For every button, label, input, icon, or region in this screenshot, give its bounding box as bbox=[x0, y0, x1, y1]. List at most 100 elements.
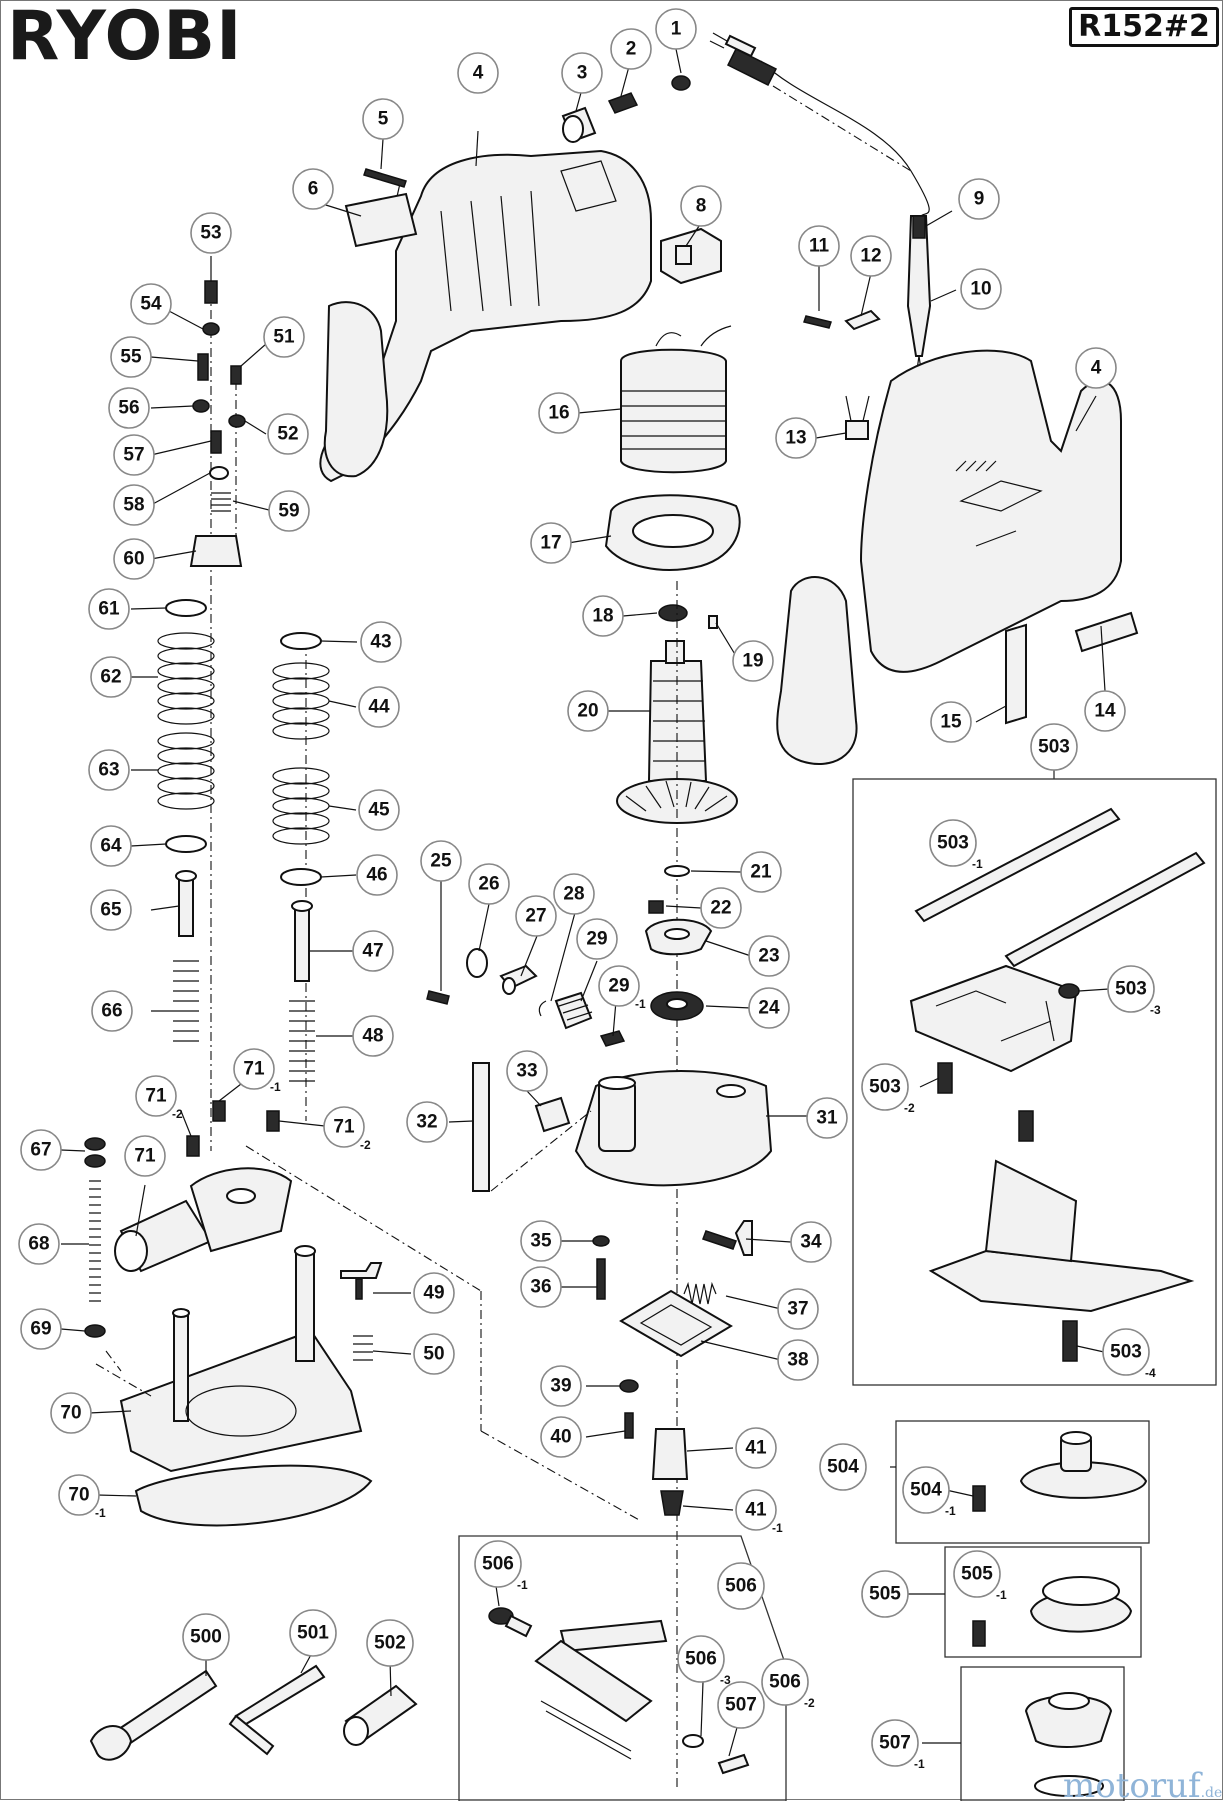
callout-circle bbox=[850, 235, 892, 277]
part-callout: 23 bbox=[748, 935, 790, 977]
callout-circle bbox=[113, 484, 155, 526]
accessory-group-frames bbox=[458, 761, 1217, 1801]
callout-circle bbox=[506, 1050, 548, 1092]
part-callout: 17 bbox=[530, 522, 572, 564]
callout-suffix: -1 bbox=[945, 1504, 956, 1518]
callout-circle bbox=[457, 52, 499, 94]
callout-number: 66 bbox=[101, 1001, 122, 1022]
part-callout: 506-3 bbox=[677, 1635, 731, 1687]
callout-number: 60 bbox=[123, 549, 144, 570]
callout-circle bbox=[540, 1416, 582, 1458]
callout-suffix: -1 bbox=[95, 1506, 106, 1520]
part-callout: 502 bbox=[366, 1619, 414, 1667]
callout-circle bbox=[90, 889, 132, 931]
callout-number: 67 bbox=[30, 1140, 51, 1161]
part-callout: 47 bbox=[352, 930, 394, 972]
callout-number: 8 bbox=[696, 196, 707, 217]
callout-number: 61 bbox=[98, 599, 120, 620]
part-callout: 67 bbox=[20, 1129, 62, 1171]
callout-circle bbox=[576, 918, 618, 960]
part-callout: 53 bbox=[190, 212, 232, 254]
callout-number: 34 bbox=[800, 1232, 822, 1253]
callout-number: 53 bbox=[200, 223, 221, 244]
callout-circle bbox=[561, 52, 603, 94]
callout-number: 505 bbox=[869, 1584, 901, 1605]
part-callout: 503-2 bbox=[861, 1063, 915, 1115]
part-callout: 69 bbox=[20, 1308, 62, 1350]
part-callout: 20 bbox=[567, 690, 609, 732]
callout-number: 56 bbox=[118, 398, 139, 419]
callout-number: 18 bbox=[592, 606, 613, 627]
callout-circle bbox=[929, 819, 977, 867]
callout-number: 22 bbox=[710, 898, 731, 919]
callout-number: 54 bbox=[140, 294, 162, 315]
part-callout: 4 bbox=[1075, 347, 1117, 389]
callout-circle bbox=[553, 873, 595, 915]
callout-circle bbox=[861, 1570, 909, 1618]
callout-circle bbox=[819, 1443, 867, 1491]
callout-number: 70 bbox=[60, 1403, 81, 1424]
callout-circle bbox=[267, 413, 309, 455]
callout-suffix: -3 bbox=[1150, 1003, 1161, 1017]
callout-number: 9 bbox=[974, 189, 985, 210]
callout-number: 35 bbox=[530, 1231, 552, 1252]
part-callout: 59 bbox=[268, 490, 310, 532]
part-callout: 505 bbox=[861, 1570, 909, 1618]
callout-number: 71 bbox=[243, 1059, 265, 1080]
callout-number: 69 bbox=[30, 1319, 51, 1340]
callout-circle bbox=[806, 1097, 848, 1139]
callout-circle bbox=[90, 656, 132, 698]
part-callout: 31 bbox=[806, 1097, 848, 1139]
callout-number: 43 bbox=[370, 632, 391, 653]
callout-circle bbox=[356, 854, 398, 896]
callout-circle bbox=[352, 1015, 394, 1057]
part-callout: 8 bbox=[680, 185, 722, 227]
callout-number: 38 bbox=[787, 1350, 808, 1371]
callout-number: 41 bbox=[745, 1438, 767, 1459]
callout-number: 63 bbox=[98, 760, 119, 781]
part-callout: 26 bbox=[468, 863, 510, 905]
callout-circle bbox=[108, 387, 150, 429]
part-callout: 46 bbox=[356, 854, 398, 896]
callout-number: 27 bbox=[525, 906, 546, 927]
callout-circle bbox=[520, 1220, 562, 1262]
callout-circle bbox=[1107, 965, 1155, 1013]
part-callout: 54 bbox=[130, 283, 172, 325]
part-callout: 68 bbox=[18, 1223, 60, 1265]
part-callout: 36 bbox=[520, 1266, 562, 1308]
part-callout: 503-1 bbox=[929, 819, 983, 871]
callout-number: 21 bbox=[750, 862, 772, 883]
callout-circle bbox=[292, 168, 334, 210]
callout-number: 41 bbox=[745, 1500, 767, 1521]
callout-circle bbox=[582, 595, 624, 637]
part-callout: 40 bbox=[540, 1416, 582, 1458]
part-callout: 16 bbox=[538, 392, 580, 434]
part-callout: 504 bbox=[819, 1443, 867, 1491]
callout-number: 31 bbox=[816, 1108, 838, 1129]
callout-circle bbox=[902, 1466, 950, 1514]
callout-number: 4 bbox=[473, 63, 484, 84]
callout-number: 71 bbox=[333, 1117, 355, 1138]
callout-number: 503 bbox=[1038, 737, 1070, 758]
part-callout: 21 bbox=[740, 851, 782, 893]
part-callout: 60 bbox=[113, 538, 155, 580]
callout-number: 507 bbox=[879, 1733, 911, 1754]
callout-circle bbox=[190, 212, 232, 254]
callout-circle bbox=[233, 1048, 275, 1090]
callout-circle bbox=[362, 98, 404, 140]
part-callout: 43 bbox=[360, 621, 402, 663]
callout-circle bbox=[91, 990, 133, 1032]
part-callout: 503-3 bbox=[1107, 965, 1161, 1017]
callout-suffix: -1 bbox=[996, 1588, 1007, 1602]
callout-number: 503 bbox=[1110, 1342, 1142, 1363]
callout-number: 23 bbox=[758, 946, 779, 967]
callout-circle bbox=[790, 1221, 832, 1263]
callout-number: 71 bbox=[145, 1086, 167, 1107]
callout-number: 20 bbox=[577, 701, 598, 722]
callout-circle bbox=[88, 749, 130, 791]
callout-circle bbox=[530, 522, 572, 564]
callout-number: 506 bbox=[725, 1576, 757, 1597]
callout-number: 46 bbox=[366, 865, 387, 886]
callout-number: 40 bbox=[550, 1427, 571, 1448]
callout-circle bbox=[50, 1392, 92, 1434]
